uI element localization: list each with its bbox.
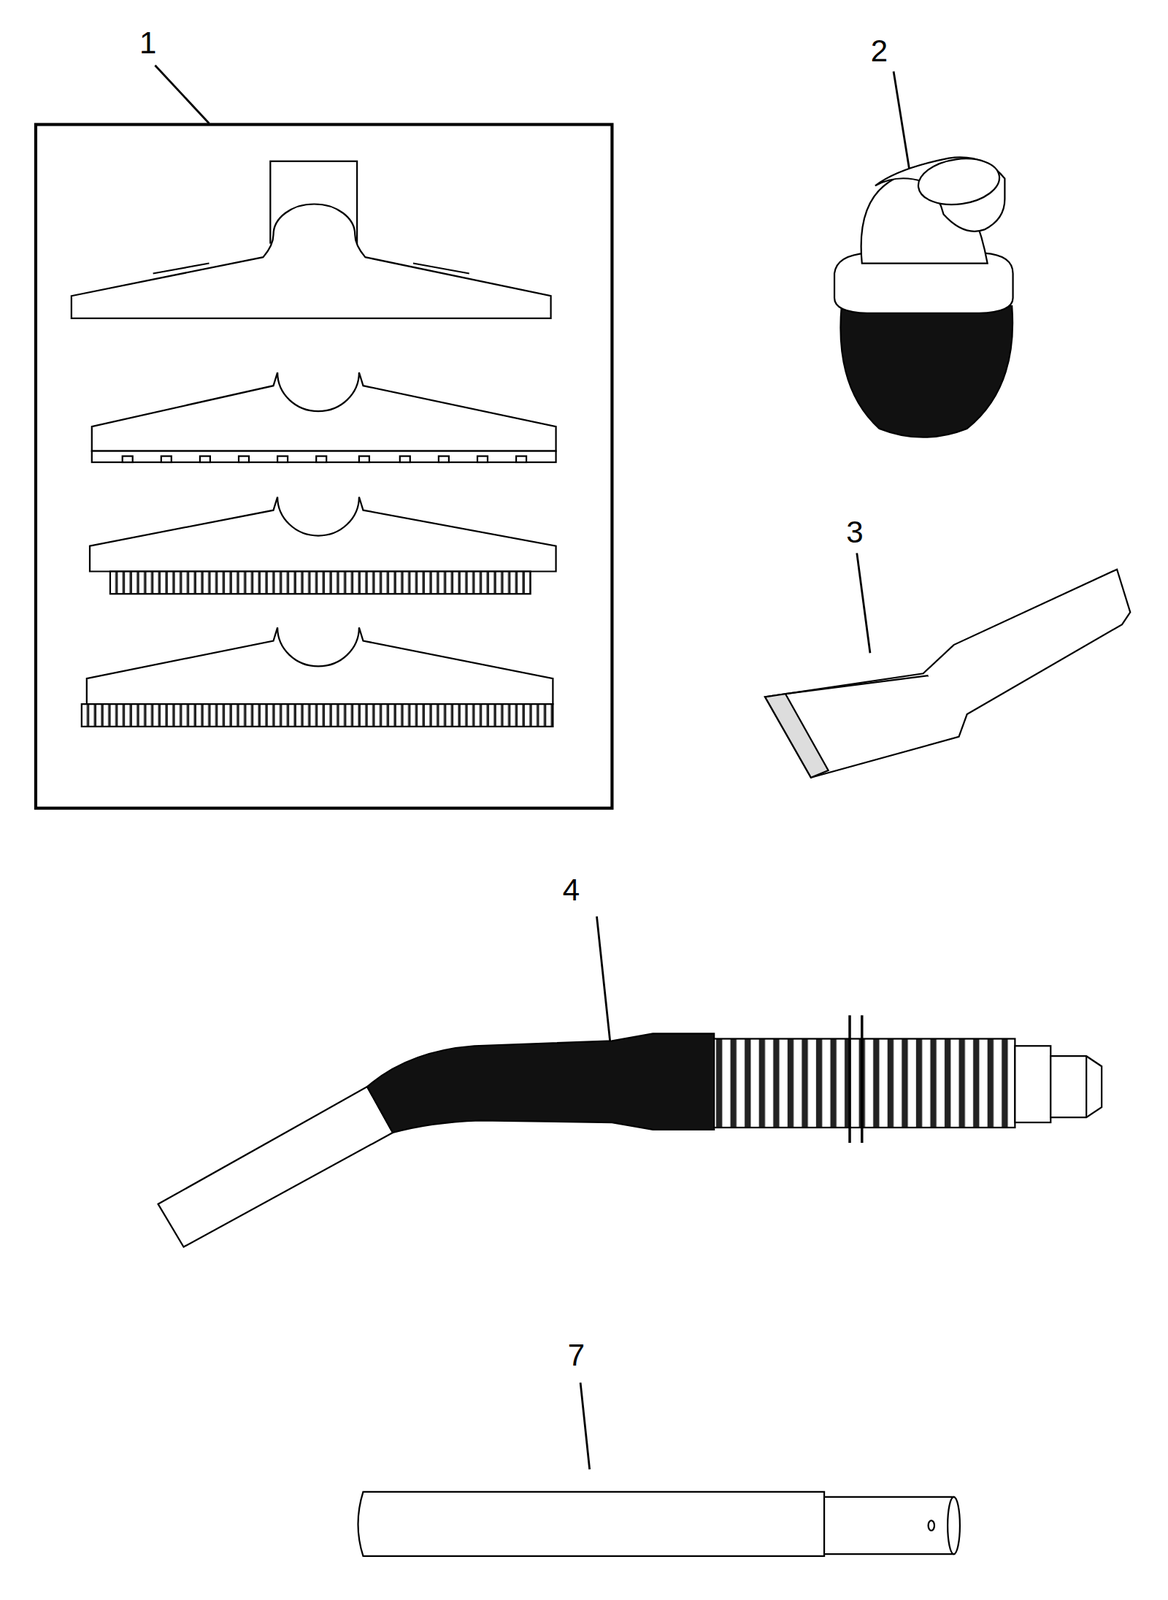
callout-number: 7 (567, 1339, 585, 1371)
callout-number: 2 (870, 35, 888, 67)
callout-number: 3 (846, 516, 863, 548)
callout-number: 4 (562, 874, 580, 906)
callout-number: 1 (139, 27, 157, 59)
